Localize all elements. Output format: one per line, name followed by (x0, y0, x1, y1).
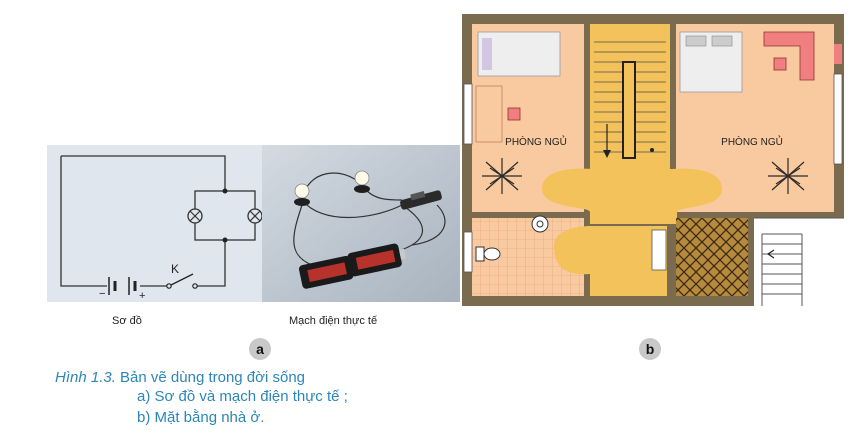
desk-left-icon (475, 85, 503, 143)
figure-title: Bản vẽ dùng trong đời sống (120, 369, 306, 386)
stair-arrow-icon (603, 150, 611, 158)
lamp-right-icon (247, 208, 263, 224)
room-label-right: PHÒNG NGỦ (721, 135, 783, 148)
real-circuit-illustration (262, 145, 460, 302)
junction-bottom (222, 237, 228, 243)
plant-left-icon (482, 158, 522, 194)
bulb-left-icon (294, 183, 310, 206)
caption-diagram: Sơ đồ (112, 315, 142, 327)
badge-a: a (249, 338, 271, 360)
wire-left (60, 156, 107, 287)
lamp-left-icon (187, 208, 203, 224)
room-label-left: PHÒNG NGỦ (505, 135, 567, 148)
corridor (542, 168, 722, 224)
circuit-diagram: − + K (60, 155, 263, 302)
figure-caption: Hình 1.3. Bản vẽ dùng trong đời sống (55, 368, 305, 387)
wire-top (61, 155, 226, 191)
circuit-diagram-panel: − + K (47, 145, 263, 302)
chair-right-icon (773, 57, 787, 71)
wire-bottom-right (197, 240, 226, 287)
lower-hall (554, 226, 667, 296)
sink-icon (531, 215, 549, 233)
switch-photo-icon (400, 190, 442, 210)
junction-top (222, 188, 228, 194)
badge-b: b (639, 338, 661, 360)
outdoor-stairs (754, 218, 844, 306)
chair-left-icon (507, 107, 521, 121)
switch-label: K (171, 262, 179, 276)
desk-right-icon (763, 31, 815, 81)
figure-number: Hình 1.3. (55, 369, 116, 386)
window-right (833, 73, 843, 165)
plant-right-icon (768, 158, 808, 194)
door-hall (651, 229, 667, 271)
outdoor-arrow-icon (766, 249, 775, 259)
balcony (676, 218, 748, 296)
window-bath (463, 231, 473, 273)
figure-line-b: b) Mặt bằng nhà ở. (137, 409, 265, 426)
window-accent (834, 44, 842, 64)
battery-minus: − (99, 288, 105, 300)
window-left (463, 83, 473, 145)
floor-plan-drawing: PHÒNG NGỦ PHÒNG NGỦ (462, 14, 844, 306)
toilet-icon (475, 246, 501, 262)
battery-photo-icon (298, 243, 406, 289)
battery-plus: + (139, 290, 145, 302)
stair-rail (622, 61, 636, 159)
switch-icon (166, 273, 198, 289)
figure-line-a: a) Sơ đồ và mạch điện thực tế ; (137, 388, 348, 405)
bulb-right-icon (354, 170, 370, 193)
parallel-branch (194, 190, 256, 241)
caption-real-circuit: Mạch điện thực tế (289, 315, 378, 327)
battery-icon (108, 277, 137, 295)
real-circuit-photo (262, 145, 460, 302)
floor-plan: PHÒNG NGỦ PHÒNG NGỦ (462, 14, 844, 306)
